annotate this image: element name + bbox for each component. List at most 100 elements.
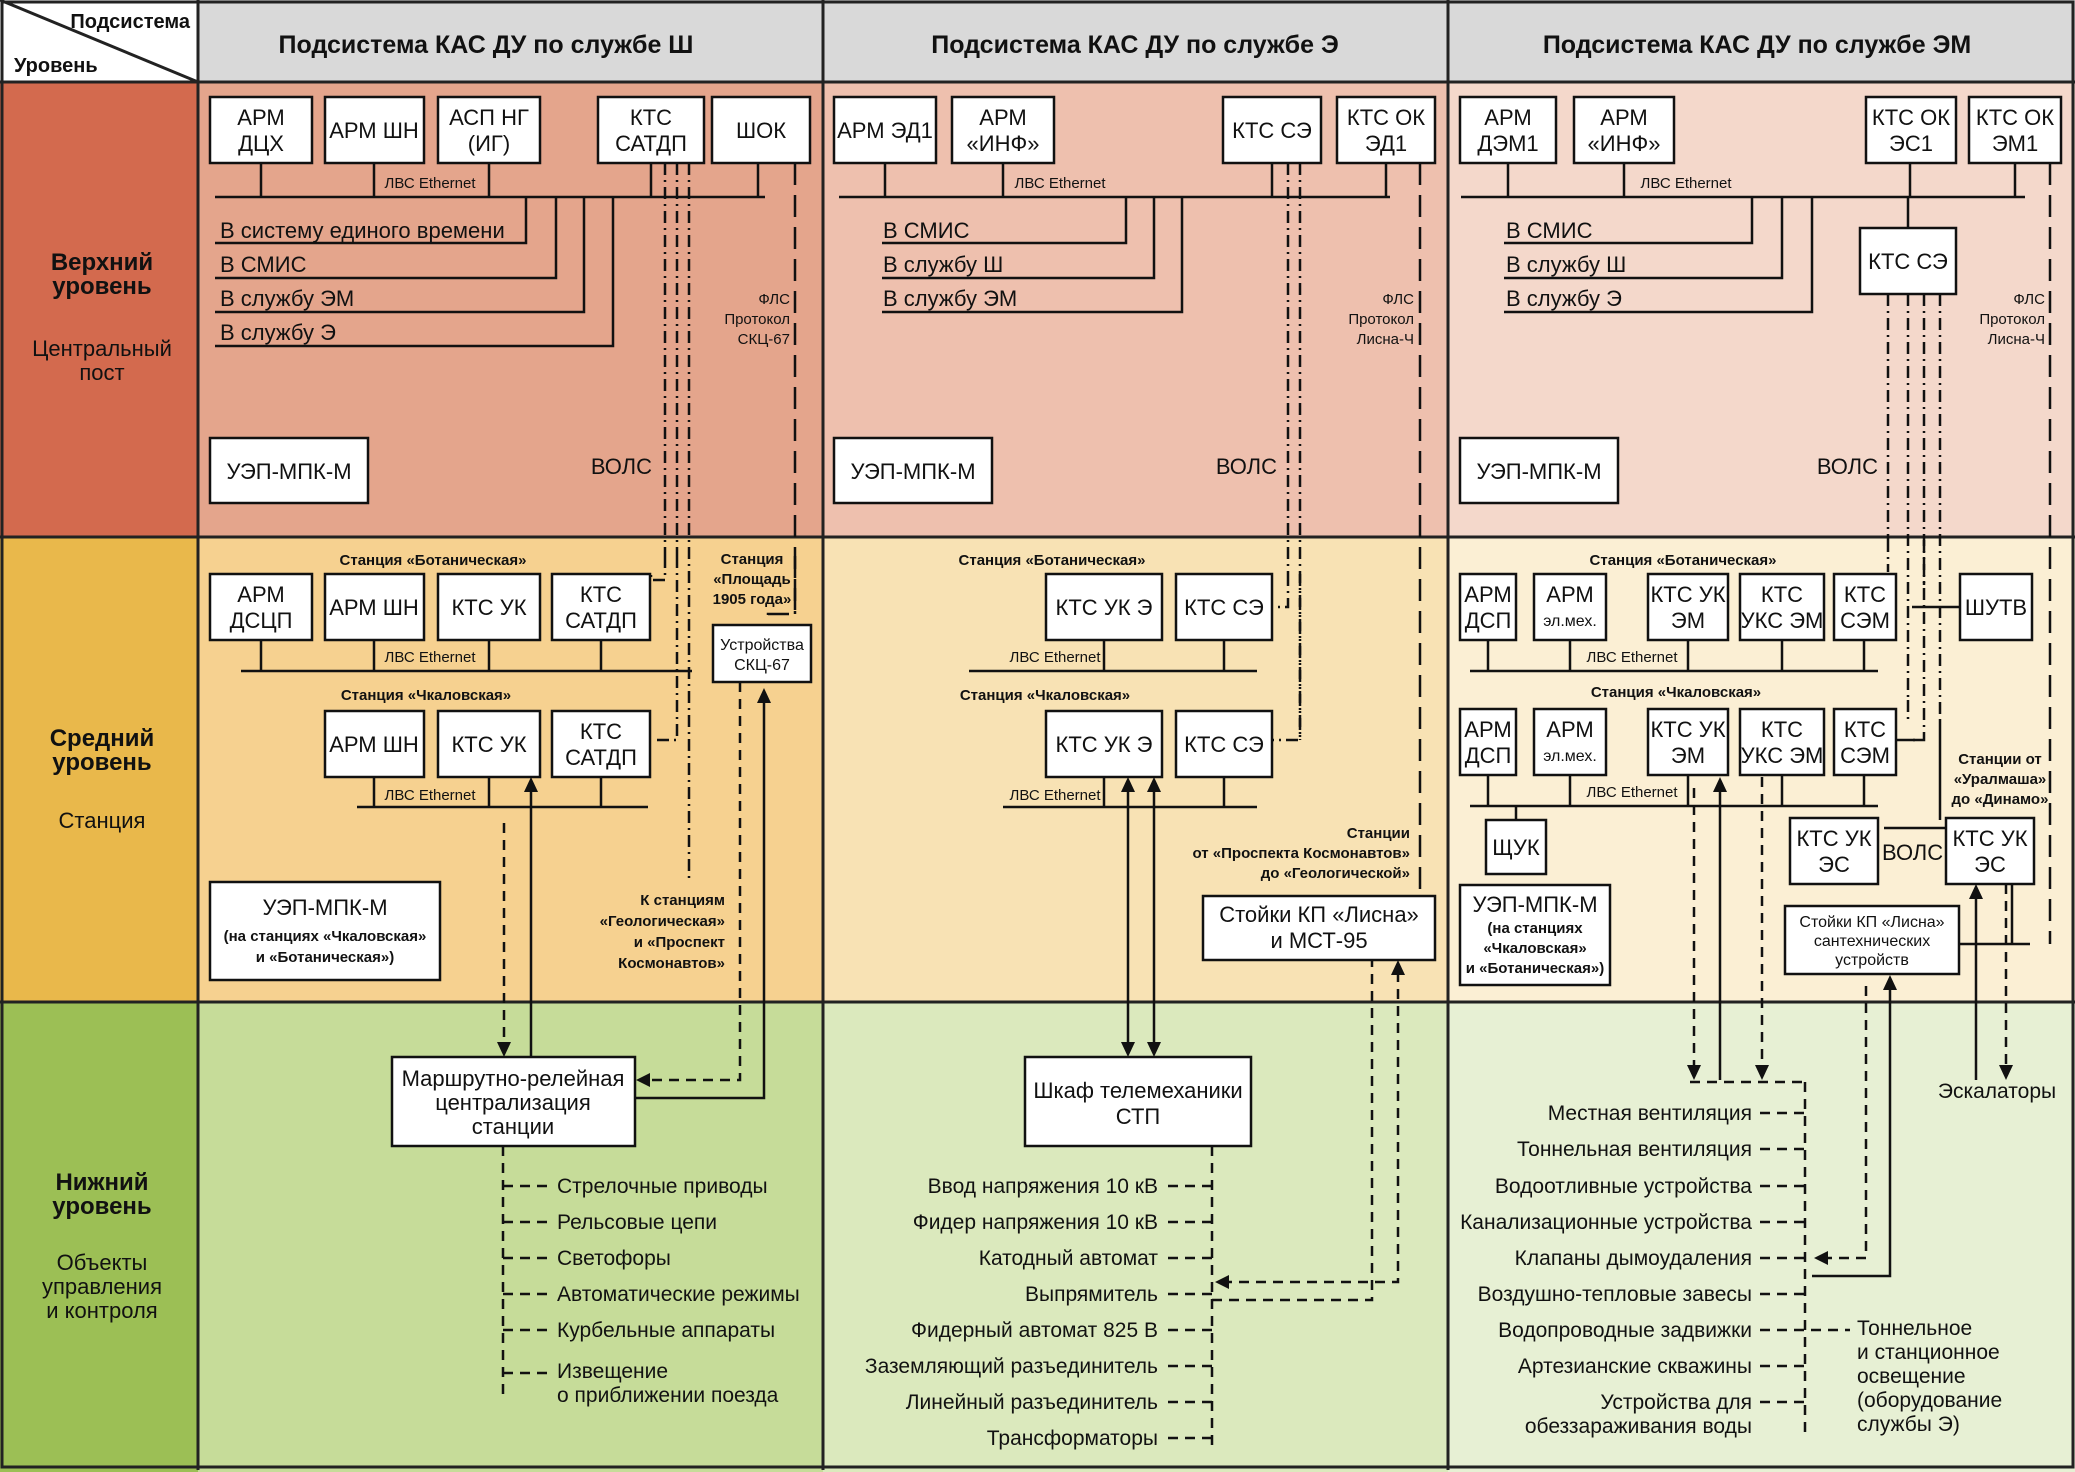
sh-mid2-kts-uk-label: КТС УК [451,732,526,757]
low-em-bg [1448,1002,2075,1472]
sh-mid-kts-uk-label: КТС УК [451,595,526,620]
em-kp-lisna-box[interactable] [1783,904,1961,976]
sh-mid-kts-uk-box[interactable] [436,572,542,642]
level-mid-sub: Станция [59,808,146,833]
em-fls-label-3: Лисна-Ч [1988,331,2045,348]
e-stp-label: Шкаф телемеханики [1033,1078,1242,1103]
e-mid-kts-se-box[interactable] [1174,572,1274,642]
em-kts-ok-es1-box[interactable] [1864,95,1958,165]
column-sh: АРМ ДЦХ АРМ ШН АСП НГ (ИГ) КТС САТДП ШОК… [208,95,813,1407]
e-uep-upper-box[interactable] [832,436,994,505]
em-mid2-kts-uk-em-label-2: ЭМ [1671,743,1705,768]
em-arm-elmeh-label-2: эл.мех. [1543,613,1597,630]
em-lighting-note-2: и станционное [1857,1341,2000,1364]
em-mid2-kts-uk-em-box[interactable] [1646,707,1730,777]
sh-lower-lines [501,1146,548,1398]
em-mid2-kts-uks-em-box[interactable] [1738,707,1826,777]
sh-mrc-box[interactable] [390,1055,637,1148]
em-kts-uk-es-left-box[interactable] [1788,816,1880,886]
e-kp-lisna-label-2: и МСТ-95 [1270,928,1367,953]
em-kts-uks-em-box[interactable] [1738,572,1826,642]
em-kts-ok-es1-label: КТС ОК [1872,105,1950,130]
sh-uep-mid-box[interactable] [208,880,442,982]
em-mid2-kts-sem-box[interactable] [1832,707,1898,777]
em-shutv-box[interactable] [1958,572,2034,642]
sh-shok-box[interactable] [710,95,812,165]
em-arm-dem1-box[interactable] [1458,95,1558,165]
em-uep-upper-box[interactable] [1458,436,1620,505]
e-mid2-kts-uk-e-box[interactable] [1044,709,1164,779]
sh-output-time: В систему единого времени [220,218,505,243]
em-lighting-note-5: службы Э) [1857,1413,1960,1436]
corner-level-label: Уровень [14,55,98,77]
e-fls-label: ФЛС [1382,291,1414,308]
sh-skc-devices-box[interactable] [711,623,813,684]
sh-arm-dch-box[interactable] [208,95,314,165]
e-obj-vvod: Ввод напряжения 10 кВ [928,1175,1158,1198]
e-fls-label-2: Протокол [1348,311,1414,328]
sh-station-p1905: Станция [721,551,784,568]
sh-upper-lines [215,163,797,880]
em-kts-sem-box[interactable] [1832,572,1898,642]
sh-uep-upper-box[interactable] [208,436,370,505]
level-upper-sub-2: пост [79,360,124,385]
e-obj-lineynyi: Линейный разъединитель [906,1391,1158,1414]
em-uep-mid-box[interactable] [1458,883,1612,987]
em-obj-obezzarazhivanie: Устройства для [1600,1391,1752,1414]
em-uep-mid-label-2: (на станциях [1487,920,1583,937]
em-shuk-label: ЩУК [1492,835,1540,860]
em-lighting-note: Тоннельное [1857,1317,1972,1340]
e-arm-inf-label-2: «ИНФ» [967,131,1040,156]
em-kts-ok-es1-label-2: ЭС1 [1889,131,1933,156]
e-arm-inf-box[interactable] [950,95,1056,165]
em-arm-inf-box[interactable] [1572,95,1676,165]
em-mid2-arm-dsp-box[interactable] [1458,707,1518,777]
sh-mid-lines [241,556,797,809]
em-kts-ok-em1-box[interactable] [1967,95,2063,165]
e-kp-lisna-box[interactable] [1201,894,1437,962]
sh-arm-shn-box[interactable] [323,95,426,165]
sh-kts-satdp-box[interactable] [596,95,706,165]
em-lower-lines [1760,1082,1850,1438]
upper-level-label-bg [0,82,198,537]
sh-asp-ng-box[interactable] [436,95,542,165]
e-kts-se-box[interactable] [1221,95,1323,165]
header-bg [198,0,2075,82]
e-kts-ok-ed1-box[interactable] [1335,95,1437,165]
sh-output-em: В службу ЭМ [220,286,354,311]
em-mid2-arm-elmeh-box[interactable] [1532,707,1608,777]
level-low-title-2: уровень [52,1193,151,1220]
sh-uep-mid-label: УЭП-МПК-М [262,895,387,920]
sh-mid2-kts-uk-box[interactable] [436,709,542,779]
sh-mid-arm-shn-box[interactable] [323,572,426,642]
e-mid-kts-uk-e-box[interactable] [1044,572,1164,642]
em-uep-mid-label-4: и «Ботаническая») [1466,960,1604,977]
sh-mid2-kts-satdp-box[interactable] [550,709,652,779]
sh-obj-avto-rezhimy: Автоматические режимы [557,1283,800,1306]
e-mid-kts-se-label: КТС СЭ [1184,595,1264,620]
e-arm-ed1-box[interactable] [832,95,938,165]
em-kts-sem-label-2: СЭМ [1840,608,1890,633]
sh-mid-kts-satdp-box[interactable] [550,572,652,642]
e-kts-ok-ed1-label: КТС ОК [1347,105,1425,130]
e-mid2-kts-se-box[interactable] [1174,709,1274,779]
sh-obj-kurbelnye: Курбельные аппараты [557,1319,775,1342]
em-kts-sem-label: КТС [1844,582,1886,607]
em-kts-uk-em-box[interactable] [1646,572,1730,642]
em-arm-elmeh-box[interactable] [1532,572,1608,642]
sh-mid2-arm-shn-box[interactable] [323,709,426,779]
level-mid-title: Средний [50,725,155,752]
em-kts-se-box[interactable] [1858,226,1958,296]
em-mid2-kts-uks-em-label: КТС [1761,717,1803,742]
em-arm-dsp-box[interactable] [1458,572,1518,642]
e-upper-lines [839,163,1422,896]
em-uep-mid-label-3: «Чкаловская» [1483,940,1586,957]
e-stp-arrows [1121,777,1405,1302]
e-stp-box[interactable] [1023,1055,1253,1148]
em-shuk-box[interactable] [1484,818,1548,876]
em-kts-uk-es-right-box[interactable] [1944,816,2036,886]
em-arm-dem1-label-2: ДЭМ1 [1477,131,1538,156]
e-arm-ed1-label: АРМ ЭД1 [837,118,933,143]
sh-arm-dscp-box[interactable] [208,572,314,642]
em-kp-lisna-label: Стойки КП «Лисна» [1799,914,1944,931]
